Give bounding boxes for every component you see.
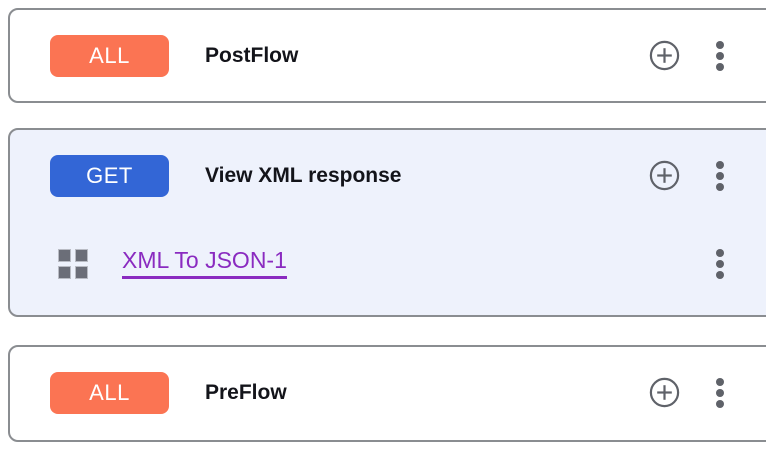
method-badge-all: ALL bbox=[50, 34, 169, 77]
flow-row-postflow[interactable]: ALL PostFlow bbox=[10, 10, 766, 101]
flow-title: PreFlow bbox=[205, 381, 287, 404]
kebab-menu-icon[interactable] bbox=[710, 40, 730, 71]
policy-link-xml-to-json-1[interactable]: XML To JSON-1 bbox=[122, 249, 287, 279]
grid-square bbox=[75, 266, 88, 279]
kebab-dot bbox=[716, 388, 724, 397]
kebab-dot bbox=[716, 62, 724, 71]
kebab-dot bbox=[716, 51, 724, 60]
grid-square bbox=[75, 249, 88, 262]
grid-square bbox=[58, 266, 71, 279]
policy-grid-icon bbox=[58, 249, 88, 279]
flow-card-postflow[interactable]: ALL PostFlow bbox=[8, 8, 766, 103]
grid-square bbox=[58, 249, 71, 262]
flow-row-preflow[interactable]: ALL PreFlow bbox=[10, 347, 766, 438]
kebab-dot bbox=[716, 40, 724, 49]
kebab-dot bbox=[716, 271, 724, 279]
kebab-menu-icon[interactable] bbox=[710, 377, 730, 408]
plus-circle-icon[interactable] bbox=[649, 160, 680, 191]
kebab-menu-icon[interactable] bbox=[710, 249, 730, 279]
flow-card-view-xml-response[interactable]: GET View XML response bbox=[8, 128, 766, 317]
kebab-dot bbox=[716, 399, 724, 408]
kebab-dot bbox=[716, 249, 724, 257]
kebab-dot bbox=[716, 160, 724, 169]
kebab-dot bbox=[716, 171, 724, 180]
kebab-dot bbox=[716, 182, 724, 191]
flow-step-row-xml-to-json-1[interactable]: XML To JSON-1 bbox=[10, 217, 766, 311]
plus-circle-icon[interactable] bbox=[649, 377, 680, 408]
flow-row-view-xml-response[interactable]: GET View XML response bbox=[10, 130, 766, 221]
flow-title: PostFlow bbox=[205, 44, 299, 67]
plus-circle-icon[interactable] bbox=[649, 40, 680, 71]
kebab-dot bbox=[716, 260, 724, 268]
flow-card-preflow[interactable]: ALL PreFlow bbox=[8, 345, 766, 442]
kebab-menu-icon[interactable] bbox=[710, 160, 730, 191]
method-badge-get: GET bbox=[50, 154, 169, 197]
method-badge-all: ALL bbox=[50, 371, 169, 414]
flow-title: View XML response bbox=[205, 164, 402, 187]
kebab-dot bbox=[716, 377, 724, 386]
